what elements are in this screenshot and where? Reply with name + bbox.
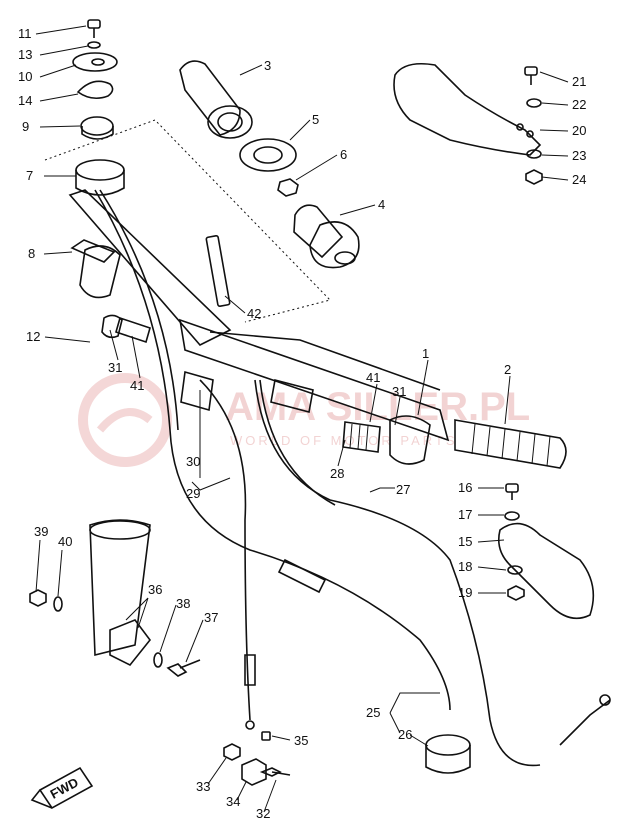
- callout-number: 19: [458, 585, 472, 600]
- callout-number: 2: [504, 362, 511, 377]
- callout-number: 28: [330, 466, 344, 481]
- callout-number: 13: [18, 47, 32, 62]
- callout-number: 12: [26, 329, 40, 344]
- callout-number: 31: [108, 360, 122, 375]
- callout-number: 4: [378, 197, 385, 212]
- callout-number: 15: [458, 534, 472, 549]
- callout-number: 16: [458, 480, 472, 495]
- watermark-brand: AMA SILLER.PL: [225, 385, 530, 429]
- watermark: AMA SILLER.PL WORLD OF MOTOR PARTS: [78, 373, 530, 467]
- callout-number: 21: [572, 74, 586, 89]
- callout-number: 36: [148, 582, 162, 597]
- callout-number: 7: [26, 168, 33, 183]
- callout-number: 42: [247, 306, 261, 321]
- callout-number: 25: [366, 705, 380, 720]
- callout-number: 20: [572, 123, 586, 138]
- callout-number: 27: [396, 482, 410, 497]
- fwd-label: FWD: [48, 775, 81, 802]
- callout-number: 38: [176, 596, 190, 611]
- drawing-lines: [29, 19, 611, 810]
- callout-number: 41: [366, 370, 380, 385]
- callout-number: 35: [294, 733, 308, 748]
- callout-number: 17: [458, 507, 472, 522]
- callout-number: 6: [340, 147, 347, 162]
- callout-number: 11: [18, 26, 32, 41]
- callout-number: 10: [18, 69, 32, 84]
- callout-number: 40: [58, 534, 72, 549]
- callout-number: 30: [186, 454, 200, 469]
- callout-number: 24: [572, 172, 586, 187]
- callout-number: 18: [458, 559, 472, 574]
- callout-number: 14: [18, 93, 32, 108]
- callout-number: 33: [196, 779, 210, 794]
- callout-number: 3: [264, 58, 271, 73]
- watermark-tagline: WORLD OF MOTOR PARTS: [230, 433, 458, 448]
- callout-number: 37: [204, 610, 218, 625]
- leader-lines: [35, 25, 569, 813]
- callout-number: 8: [28, 246, 35, 261]
- callout-number: 41: [130, 378, 144, 393]
- callout-number: 26: [398, 727, 412, 742]
- callout-number: 29: [186, 486, 200, 501]
- callout-number: 9: [22, 119, 29, 134]
- callout-number: 22: [572, 97, 586, 112]
- callout-number: 31: [392, 384, 406, 399]
- callout-number: 1: [422, 346, 429, 361]
- callout-number: 23: [572, 148, 586, 163]
- callout-number: 34: [226, 794, 240, 809]
- callout-number: 32: [256, 806, 270, 821]
- callout-number: 39: [34, 524, 48, 539]
- callout-labels: 1113101497812314135644221222023241241313…: [18, 26, 586, 821]
- callout-number: 5: [312, 112, 319, 127]
